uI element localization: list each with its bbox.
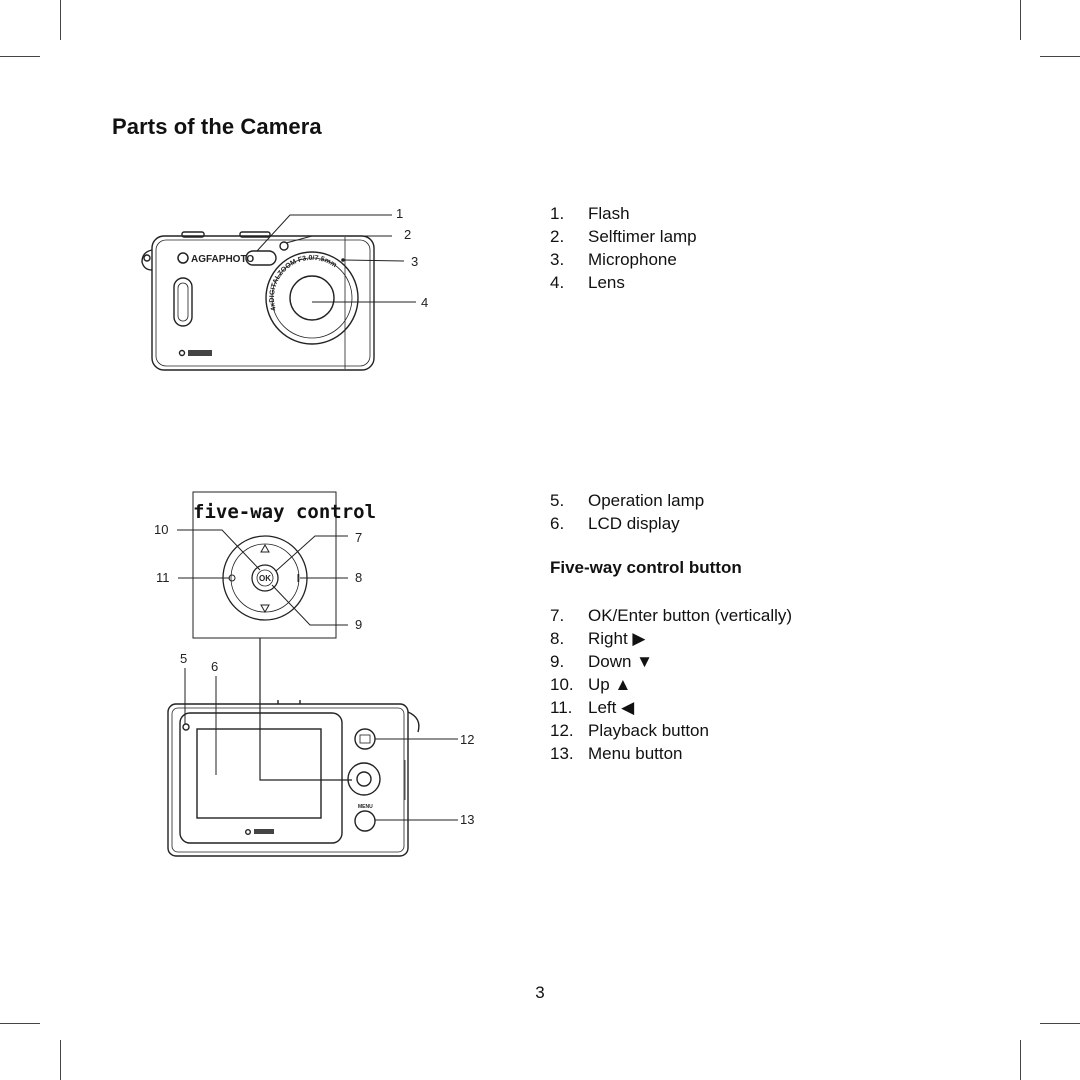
- list-item: 1.Flash: [550, 204, 630, 223]
- ok-label: OK: [259, 574, 271, 583]
- callout-4: 4: [421, 295, 428, 310]
- callout-2: 2: [404, 227, 411, 242]
- section-heading: Five-way control button: [550, 558, 742, 577]
- crop-mark: [1020, 1040, 1021, 1080]
- callout-10: 10: [154, 522, 168, 537]
- five-way-caption: five-way control: [193, 501, 376, 523]
- list-item: 10.Up ▲: [550, 675, 632, 694]
- callout-9: 9: [355, 617, 362, 632]
- list-item: 2.Selftimer lamp: [550, 227, 697, 246]
- callout-8: 8: [355, 570, 362, 585]
- list-item: 4.Lens: [550, 273, 625, 292]
- list-item: 8.Right ▶: [550, 629, 646, 648]
- camera-front-diagram: AGFAPHOTO 4xDIGITALZOOM F3.0/7.5mm 1 2 3…: [141, 206, 428, 371]
- callout-3: 3: [411, 254, 418, 269]
- callout-11: 11: [156, 570, 170, 585]
- page-number: 3: [535, 983, 545, 1002]
- crop-mark: [1040, 1023, 1080, 1024]
- menu-label: MENU: [358, 804, 373, 810]
- brand-logo: AGFAPHOTO: [191, 254, 254, 265]
- crop-mark: [1040, 56, 1080, 57]
- crop-mark: [0, 1023, 40, 1024]
- callout-7: 7: [355, 530, 362, 545]
- crop-mark: [1020, 0, 1021, 40]
- parts-list-five-way: 7.OK/Enter button (vertically) 8.Right ▶…: [550, 604, 792, 765]
- list-item: 12.Playback button: [550, 721, 709, 740]
- list-item: 5.Operation lamp: [550, 491, 705, 510]
- callout-5: 5: [180, 651, 187, 666]
- list-item: 3.Microphone: [550, 250, 677, 269]
- callout-6: 6: [211, 659, 218, 674]
- crop-mark: [60, 0, 61, 40]
- callout-13: 13: [460, 812, 474, 827]
- list-item: 13.Menu button: [550, 744, 683, 763]
- callout-12: 12: [460, 732, 474, 747]
- page-title: Parts of the Camera: [112, 114, 322, 139]
- camera-back-diagram: five-way control OK 10 7 11 8 9: [154, 491, 474, 857]
- list-item: 7.OK/Enter button (vertically): [550, 606, 793, 625]
- list-item: 6.LCD display: [550, 514, 680, 533]
- crop-mark: [60, 1040, 61, 1080]
- crop-mark: [0, 56, 40, 57]
- list-item: 9.Down ▼: [550, 652, 654, 671]
- list-item: 11.Left ◀: [550, 698, 635, 717]
- parts-list-back: 5.Operation lamp 6.LCD display: [550, 489, 704, 535]
- callout-1: 1: [396, 206, 403, 221]
- parts-list-front: 1.Flash 2.Selftimer lamp 3.Microphone 4.…: [550, 202, 697, 294]
- microphone-dot: [341, 258, 345, 262]
